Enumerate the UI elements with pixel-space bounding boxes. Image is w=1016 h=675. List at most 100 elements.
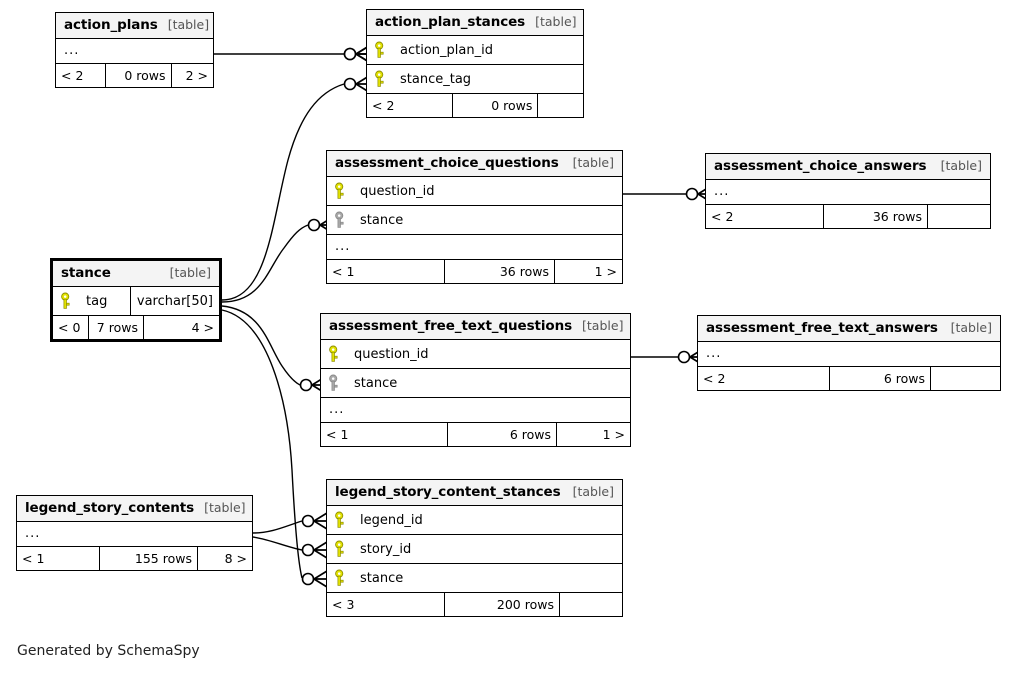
table-header: assessment_free_text_answers [table]	[698, 316, 1000, 342]
table-kind-label: [table]	[572, 155, 614, 170]
table-header: assessment_choice_answers [table]	[706, 154, 990, 180]
table-column-stance[interactable]: stance	[321, 369, 630, 398]
table-ellipsis-row: ...	[706, 180, 990, 205]
footer-children-count	[537, 94, 583, 117]
primary-key-icon	[61, 292, 70, 309]
edge-stance-to-assessment-free-text-questions	[221, 305, 301, 386]
table-column-question-id[interactable]: question_id	[327, 177, 622, 206]
table-node-action-plan-stances[interactable]: action_plan_stances [table] action_plan_…	[366, 9, 584, 118]
table-title: assessment_choice_answers	[714, 158, 927, 174]
table-kind-label: [table]	[204, 500, 246, 515]
footer-row-count: 6 rows	[829, 367, 930, 390]
column-label: tag	[86, 293, 108, 309]
foreign-key-icon	[329, 374, 338, 391]
table-node-stance[interactable]: stance [table] tag varchar[50] < 0 7 row…	[50, 258, 222, 342]
table-header: assessment_choice_questions [table]	[327, 151, 622, 177]
footer-parents-count: < 2	[372, 98, 395, 113]
table-column-action-plan-id[interactable]: action_plan_id	[367, 36, 583, 65]
primary-key-icon	[329, 345, 338, 362]
footer-parents-count: < 2	[703, 371, 726, 386]
edge-legend-contents-to-stances-legend-id	[252, 520, 303, 534]
table-column-story-id[interactable]: story_id	[327, 535, 622, 564]
table-column-stance-tag[interactable]: stance_tag	[367, 65, 583, 94]
table-footer: < 2 6 rows	[698, 367, 1000, 390]
foreign-key-icon	[335, 211, 344, 228]
column-label: stance	[360, 570, 404, 586]
table-title: action_plans	[64, 17, 158, 33]
footer-parents-count: < 1	[22, 551, 45, 566]
table-ellipsis-row: ...	[321, 398, 630, 423]
footer-parents-count: < 1	[332, 264, 355, 279]
footer-row-count: 0 rows	[105, 64, 170, 87]
table-column-question-id[interactable]: question_id	[321, 340, 630, 369]
column-label: stance	[360, 212, 404, 228]
table-node-legend-story-content-stances[interactable]: legend_story_content_stances [table] leg…	[326, 479, 623, 617]
footer-children-count: 2 >	[170, 64, 214, 87]
table-kind-label: [table]	[535, 14, 577, 29]
table-footer: < 1 36 rows 1 >	[327, 260, 622, 283]
table-node-assessment-choice-answers[interactable]: assessment_choice_answers [table] ... < …	[705, 153, 991, 229]
footer-row-count: 36 rows	[823, 205, 927, 228]
table-title: assessment_choice_questions	[335, 155, 559, 171]
primary-key-icon	[335, 511, 344, 528]
footer-parents-count: < 3	[332, 597, 355, 612]
table-header: assessment_free_text_questions [table]	[321, 314, 630, 340]
column-label: question_id	[354, 346, 429, 362]
table-footer: < 3 200 rows	[327, 593, 622, 616]
table-header: legend_story_contents [table]	[17, 496, 252, 522]
table-title: action_plan_stances	[375, 14, 526, 30]
table-column-stance[interactable]: stance	[327, 564, 622, 593]
table-kind-label: [table]	[167, 17, 210, 32]
table-header: legend_story_content_stances [table]	[327, 480, 622, 506]
table-kind-label: [table]	[950, 320, 992, 335]
footer-row-count: 6 rows	[447, 423, 556, 446]
table-column-legend-id[interactable]: legend_id	[327, 506, 622, 535]
table-ellipsis-row: ...	[698, 342, 1000, 367]
column-label: stance_tag	[400, 71, 472, 87]
table-title: legend_story_contents	[25, 500, 195, 516]
footer-children-count: 1 >	[554, 260, 622, 283]
primary-key-icon	[335, 540, 344, 557]
table-footer: < 2 0 rows	[367, 94, 583, 117]
table-title: legend_story_content_stances	[335, 484, 561, 500]
table-column-tag[interactable]: tag varchar[50]	[53, 287, 219, 316]
table-footer: < 1 155 rows 8 >	[17, 547, 252, 570]
generator-credit: Generated by SchemaSpy	[17, 643, 200, 659]
primary-key-icon	[375, 41, 384, 58]
table-kind-label: [table]	[169, 265, 211, 280]
table-kind-label: [table]	[940, 158, 982, 173]
table-kind-label: [table]	[582, 318, 624, 333]
table-kind-label: [table]	[572, 484, 614, 499]
footer-row-count: 7 rows	[87, 316, 143, 339]
table-column-stance[interactable]: stance	[327, 206, 622, 235]
footer-children-count	[930, 367, 1000, 390]
table-node-assessment-choice-questions[interactable]: assessment_choice_questions [table] ques…	[326, 150, 623, 284]
edge-stance-to-assessment-choice-questions	[221, 224, 309, 303]
column-label: story_id	[360, 541, 412, 557]
table-title: assessment_free_text_questions	[329, 318, 573, 334]
table-ellipsis-row: ...	[17, 522, 252, 547]
table-footer: < 2 0 rows 2 >	[56, 64, 213, 87]
table-node-assessment-free-text-answers[interactable]: assessment_free_text_answers [table] ...…	[697, 315, 1001, 391]
table-ellipsis-row: ...	[56, 39, 213, 64]
table-title: stance	[61, 265, 111, 281]
footer-parents-count: < 2	[61, 68, 84, 83]
footer-parents-count: < 1	[326, 427, 349, 442]
table-node-legend-story-contents[interactable]: legend_story_contents [table] ... < 1 15…	[16, 495, 253, 571]
footer-row-count: 200 rows	[444, 593, 559, 616]
table-node-action-plans[interactable]: action_plans [table] ... < 2 0 rows 2 >	[55, 12, 214, 88]
table-node-assessment-free-text-questions[interactable]: assessment_free_text_questions [table] q…	[320, 313, 631, 447]
footer-row-count: 0 rows	[452, 94, 537, 117]
table-header: action_plan_stances [table]	[367, 10, 583, 36]
footer-parents-count: < 2	[711, 209, 734, 224]
primary-key-icon	[335, 569, 344, 586]
footer-row-count: 36 rows	[444, 260, 554, 283]
footer-children-count: 8 >	[197, 547, 252, 570]
table-title: assessment_free_text_answers	[706, 320, 938, 336]
column-label: legend_id	[360, 512, 423, 528]
footer-children-count	[559, 593, 622, 616]
primary-key-icon	[335, 182, 344, 199]
footer-children-count	[927, 205, 990, 228]
table-header: stance [table]	[53, 261, 219, 287]
